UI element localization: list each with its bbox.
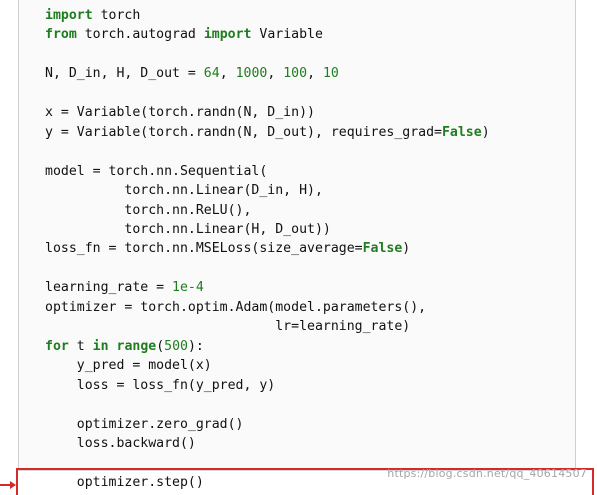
code-line [45, 395, 490, 414]
code-token: 1e-4 [172, 280, 204, 296]
code-token: optimizer.step() [45, 474, 204, 490]
code-token: , [267, 66, 284, 82]
code-token: ) [481, 124, 490, 140]
code-token [109, 339, 117, 354]
code-line: import torch [45, 6, 490, 25]
code-token: y_pred = model(x) [45, 358, 212, 374]
code-line [45, 84, 490, 103]
code-line: model = torch.nn.Sequential( [45, 162, 490, 181]
code-line: x = Variable(torch.randn(N, D_in)) [45, 103, 490, 122]
code-token: torch.nn.Linear(D_in, H), [45, 183, 323, 199]
code-token: , [307, 66, 323, 82]
code-token: False [441, 124, 482, 140]
code-line [45, 45, 490, 64]
code-token: optimizer.zero_grad() [45, 416, 244, 432]
code-token: lr=learning_rate) [45, 319, 411, 335]
code-token: in [92, 338, 109, 354]
code-line: from torch.autograd import Variable [45, 25, 490, 44]
code-token: range [116, 338, 157, 354]
code-token: loss.backward() [45, 435, 196, 451]
code-token: False [362, 241, 403, 257]
code-token: , [219, 66, 236, 82]
code-line: N, D_in, H, D_out = 64, 1000, 100, 10 [45, 64, 490, 83]
arrow-right-icon [0, 481, 16, 489]
code-token: torch.autograd [76, 27, 204, 43]
code-token: Variable [251, 27, 323, 43]
code-line [45, 259, 490, 278]
code-token: N, D_in, H, D_out = [45, 66, 204, 82]
code-token: import [203, 27, 252, 43]
code-token: ) [402, 241, 411, 257]
code-token: ): [187, 338, 204, 354]
code-token: loss = loss_fn(y_pred, y) [45, 377, 276, 393]
code-token: torch.nn.ReLU(), [45, 202, 252, 218]
code-line: torch.nn.Linear(D_in, H), [45, 181, 490, 200]
code-token: 64 [203, 66, 220, 82]
code-token: x = Variable(torch.randn(N, D_in)) [45, 105, 315, 121]
code-line: learning_rate = 1e-4 [45, 278, 490, 297]
code-line: loss_fn = torch.nn.MSELoss(size_average=… [45, 239, 490, 258]
code-token: 10 [322, 66, 339, 82]
watermark: https://blog.csdn.net/qq_40614507 [387, 467, 587, 480]
code-token: import [45, 8, 93, 23]
code-line [45, 142, 490, 161]
code-line: loss.backward() [45, 434, 490, 453]
code-line: optimizer.step() [45, 473, 490, 492]
highlight-box [16, 468, 594, 495]
code-token: for [45, 338, 69, 354]
code-line: optimizer = torch.optim.Adam(model.param… [45, 298, 490, 317]
code-token: from [45, 27, 77, 43]
code-token: torch [92, 8, 141, 23]
code-token: 100 [283, 66, 308, 82]
code-token: ( [156, 338, 165, 354]
code-token: 1000 [235, 66, 268, 82]
code-token: t [68, 338, 93, 354]
code-line: optimizer.zero_grad() [45, 415, 490, 434]
code-line: torch.nn.ReLU(), [45, 201, 490, 220]
code-token: optimizer = torch.optim.Adam(model.param… [45, 299, 427, 315]
code-line: lr=learning_rate) [45, 317, 490, 336]
code-token: learning_rate = [45, 280, 173, 296]
code-token: y = Variable(torch.randn(N, D_out), requ… [45, 124, 442, 140]
code-line: y_pred = model(x) [45, 356, 490, 375]
code-line: y = Variable(torch.randn(N, D_out), requ… [45, 123, 490, 142]
code-line: torch.nn.Linear(H, D_out)) [45, 220, 490, 239]
code-token: 500 [164, 338, 188, 354]
code-token: torch.nn.Linear(H, D_out)) [45, 221, 331, 237]
code-line: for t in range(500): [45, 337, 490, 356]
code-line: loss = loss_fn(y_pred, y) [45, 376, 490, 395]
code-token: loss_fn = torch.nn.MSELoss(size_average= [45, 241, 363, 257]
code-token: model = torch.nn.Sequential( [45, 163, 268, 179]
